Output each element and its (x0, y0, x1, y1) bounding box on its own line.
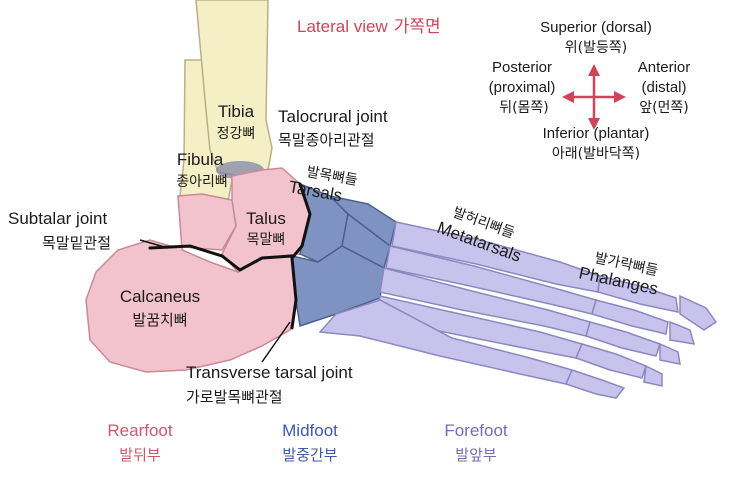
phalanx-bone (643, 364, 663, 387)
orientation-compass (562, 64, 626, 130)
phalanx-bone (597, 275, 679, 313)
subtalar-leader (139, 239, 169, 249)
phalanx-bone (679, 294, 718, 331)
forefoot-bones (318, 221, 718, 399)
cuneiform-bone (327, 194, 397, 248)
phalanx-bone (574, 343, 647, 379)
calcaneus-label: Calcaneus (120, 287, 200, 306)
inferior-label-ko: 아래(발바닥쪽) (552, 146, 640, 162)
tibia-label-ko: 정강뼈 (217, 126, 256, 142)
transverse-leader (261, 321, 291, 363)
forefoot-label-ko: 발앞부 (455, 446, 497, 464)
tibia-label: Tibia (218, 102, 255, 121)
phalanx-bone (669, 320, 696, 345)
joint-lines (148, 182, 312, 330)
arrow-right-icon (614, 91, 626, 103)
view-title-ko: 가쪽면 (394, 17, 441, 37)
view-title: Lateral view 가쪽면 (297, 17, 441, 37)
anterior-label-ko: 앞(먼쪽) (639, 100, 689, 116)
midfoot-label-ko: 발중간부 (282, 446, 337, 464)
talocrural-label: Talocrural joint (278, 107, 388, 126)
arrow-down-icon (588, 118, 600, 130)
subtalar-label: Subtalar joint (8, 209, 108, 228)
subtalar-label-ko: 목말밑관절 (42, 234, 111, 252)
leg-bones (179, 0, 273, 215)
talus-label-ko: 목말뼈 (247, 232, 286, 248)
forefoot-label: Forefoot (444, 421, 508, 440)
midfoot-label: Midfoot (282, 421, 338, 440)
midfoot-bones (291, 182, 397, 327)
phalanx-bone (659, 342, 681, 365)
inferior-label: Inferior (plantar) (543, 125, 650, 142)
superior-label: Superior (dorsal) (540, 19, 652, 36)
leader-lines (139, 239, 291, 363)
talocrural-label-ko: 목말종아리관절 (278, 131, 375, 149)
posterior-label: Posterior (492, 59, 552, 76)
rearfoot-label-ko: 발뒤부 (119, 446, 161, 464)
phalanx-bone (564, 369, 626, 399)
phalanx-bone (591, 299, 669, 335)
view-title-en: Lateral view (297, 17, 388, 36)
calcaneus-label-ko: 발꿈치뼈 (132, 311, 187, 329)
fibula-label: Fibula (177, 150, 224, 169)
rearfoot-label: Rearfoot (107, 421, 172, 440)
transverse-tarsal-joint-line (290, 182, 312, 330)
transverse-label: Transverse tarsal joint (186, 363, 353, 382)
arrow-up-icon (588, 64, 600, 76)
superior-label-ko: 위(발등쪽) (565, 40, 627, 56)
anterior-label: Anterior (638, 59, 691, 76)
subtalar-joint-line (148, 244, 294, 272)
phalanx-bone (585, 321, 661, 357)
fibula-label-ko: 종아리뼈 (176, 174, 228, 190)
posterior-sub-label: (proximal) (489, 79, 556, 96)
arrow-left-icon (562, 91, 574, 103)
transverse-label-ko: 가로발목뼈관절 (186, 388, 283, 406)
talus-label: Talus (246, 209, 286, 228)
anterior-sub-label: (distal) (641, 79, 686, 96)
posterior-label-ko: 뒤(몸쪽) (499, 100, 549, 116)
